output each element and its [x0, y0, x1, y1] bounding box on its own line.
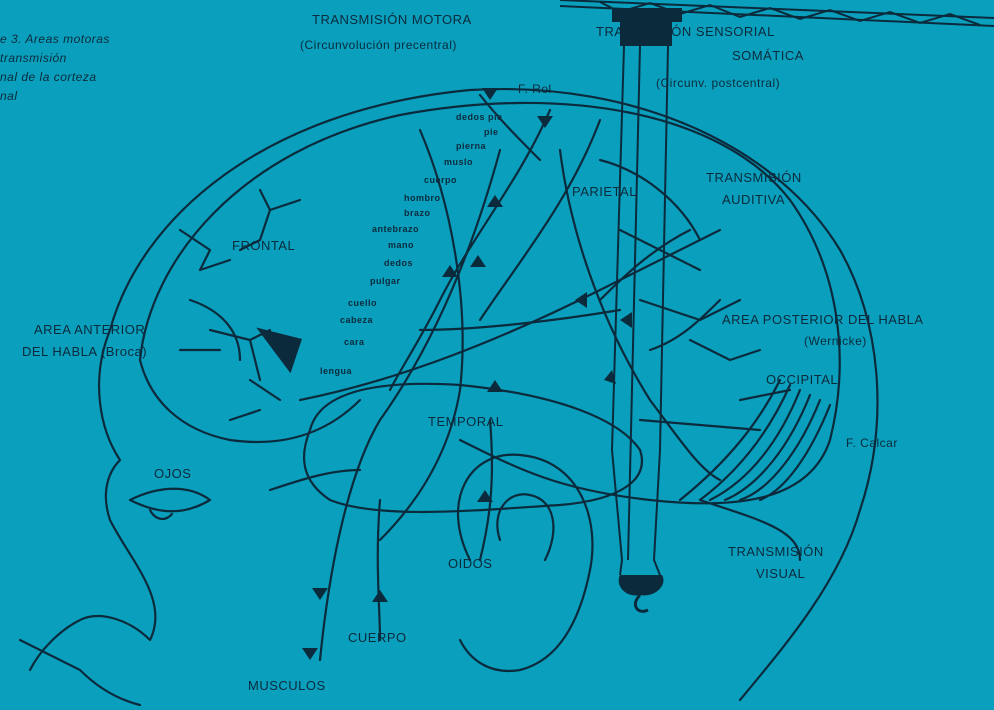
homunculus-label: pierna: [456, 141, 486, 151]
homunculus-label: cuerpo: [424, 175, 457, 185]
homunculus-label: pie: [484, 127, 499, 137]
homunculus-label: lengua: [320, 366, 352, 376]
motor-subtitle-label: (Circunvolución precentral): [300, 38, 457, 52]
sensory-subtitle-label: (Circunv. postcentral): [656, 76, 780, 90]
sensory-transmission-label: TRANSMISIÓN SENSORIAL: [596, 24, 775, 39]
homunculus-label: hombro: [404, 193, 441, 203]
homunculus-label: pulgar: [370, 276, 401, 286]
homunculus-label: dedos: [384, 258, 413, 268]
homunculus-label: cuello: [348, 298, 377, 308]
visual-label: VISUAL: [756, 566, 805, 581]
homunculus-label: antebrazo: [372, 224, 419, 234]
occipital-label: OCCIPITAL: [766, 372, 838, 387]
frontal-label: FRONTAL: [232, 238, 295, 253]
figure-caption-line-4: nal: [0, 87, 18, 106]
broca-label: DEL HABLA (Broca): [22, 344, 147, 359]
rolandic-fissure-label: F. Rol: [518, 82, 552, 96]
calcarine-fissure-label: F. Calcar: [846, 436, 898, 450]
ears-label: OIDOS: [448, 556, 492, 571]
parietal-label: PARIETAL: [572, 184, 637, 199]
auditory-transmission-label: TRANSMISIÓN: [706, 170, 802, 185]
motor-transmission-label: TRANSMISIÓN MOTORA: [312, 12, 472, 27]
eye: [130, 489, 210, 512]
posterior-speech-label: AREA POSTERIOR DEL HABLA: [722, 312, 924, 327]
homunculus-label: dedos pie: [456, 112, 503, 122]
homunculus-label: cara: [344, 337, 365, 347]
broca-mark: [260, 330, 300, 370]
muscles-label: MUSCULOS: [248, 678, 326, 693]
anterior-speech-label: AREA ANTERIOR: [34, 322, 145, 337]
eyes-label: OJOS: [154, 466, 191, 481]
temporal-lobe: [304, 384, 642, 512]
homunculus-label: cabeza: [340, 315, 373, 325]
figure-caption-line-3: nal de la corteza: [0, 68, 97, 87]
visual-transmission-label: TRANSMISIÓN: [728, 544, 824, 559]
hook-block: [619, 575, 664, 611]
figure-caption-line-2: transmisión: [0, 49, 67, 68]
sensory-somatic-label: SOMÁTICA: [732, 48, 804, 63]
figure-caption-line-1: e 3. Areas motoras: [0, 30, 110, 49]
homunculus-label: muslo: [444, 157, 473, 167]
wernicke-label: (Wernicke): [804, 334, 867, 348]
auditory-label: AUDITIVA: [722, 192, 785, 207]
temporal-label: TEMPORAL: [428, 414, 504, 429]
body-label: CUERPO: [348, 630, 407, 645]
homunculus-label: brazo: [404, 208, 431, 218]
homunculus-label: mano: [388, 240, 414, 250]
